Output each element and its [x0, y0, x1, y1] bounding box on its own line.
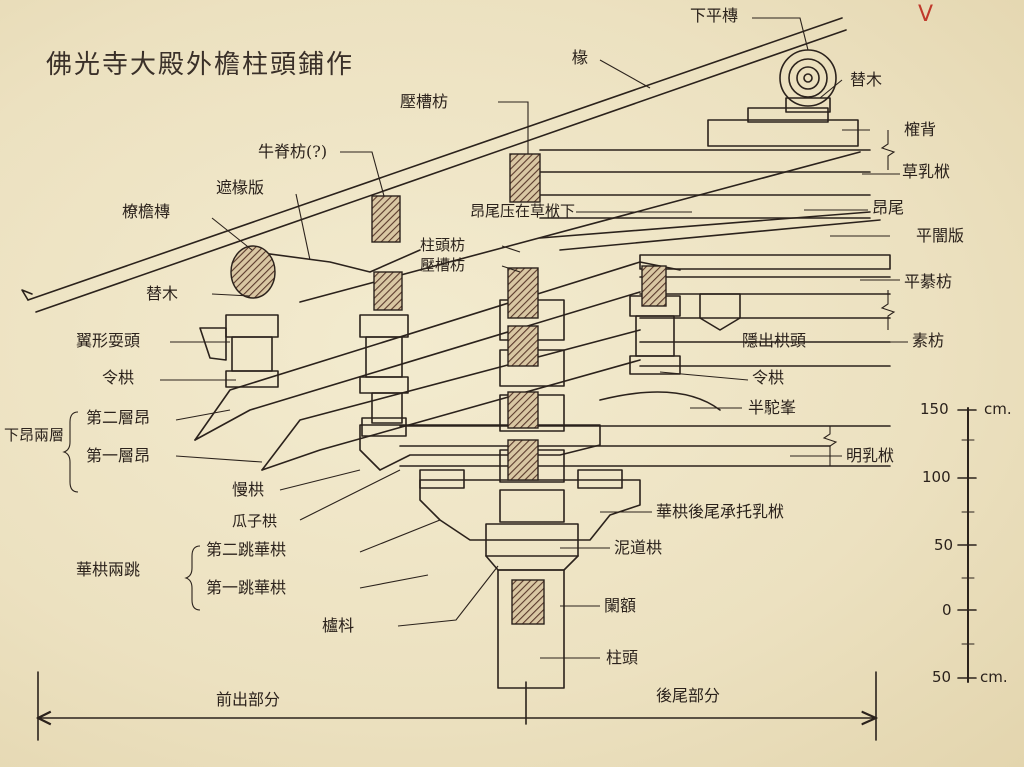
- ang-tail: [539, 211, 871, 239]
- label-niu-ji-fang: 牛脊枋(?): [258, 142, 328, 161]
- label-lu-dou: 櫨枓: [322, 616, 355, 635]
- label-ling-gong-right: 令栱: [752, 368, 785, 387]
- label-ming-ru-fu: 明乳栿: [846, 446, 895, 465]
- label-ping-qi-ban: 平闇版: [916, 226, 965, 245]
- lower-ang-lower: [261, 359, 641, 471]
- niu-ji-fang-section: [371, 195, 401, 243]
- tuo-jiao-block: [747, 107, 829, 123]
- label-ban-tuo-feng: 半駝峯: [748, 398, 797, 417]
- ti-mu-block-top: [785, 97, 831, 113]
- label-zhe-chuan-ban: 遮椽版: [216, 178, 265, 197]
- label-chuan: 椽: [572, 48, 589, 67]
- label-ping-qi-fang: 平綦枋: [904, 272, 953, 291]
- label-su-fang: 素枋: [912, 331, 945, 350]
- label-cao-ru-fu: 草乳栿: [902, 162, 951, 181]
- label-hua-gong-hou-wei: 華栱後尾承托乳栿: [656, 502, 785, 521]
- upper-tie-beam: [707, 119, 859, 147]
- label-yin-chu-gong-tou: 隱出栱頭: [742, 331, 807, 350]
- scale-tick-50: 50: [934, 536, 954, 554]
- label-man-gong: 慢栱: [232, 480, 265, 499]
- label-ti-mu-top: 替木: [850, 70, 883, 89]
- rafter: [27, 17, 843, 301]
- label-di-yi-tiao: 第一跳華栱: [206, 578, 287, 597]
- hua-gong-lower: [419, 479, 641, 541]
- label-di-er-ceng-ang: 第二層昂: [86, 408, 151, 427]
- label-ti-mu: 替木: [146, 284, 179, 303]
- diagram-title: 佛光寺大殿外檐柱頭鋪作: [46, 50, 355, 80]
- lan-e-section: [511, 579, 545, 625]
- label-ya-cao-fang-2: 壓槽枋: [420, 256, 466, 274]
- liao-yan-tuan-section: [230, 245, 276, 299]
- yi-xing-shua-tou: [199, 327, 227, 361]
- scale-tick-100: 100: [922, 468, 951, 486]
- scale-tick-50-bottom: 50: [932, 668, 952, 686]
- label-liao-yan-tuan: 橑檐槫: [122, 202, 171, 221]
- label-xia-ping-tuan: 下平槫: [690, 6, 739, 25]
- scale-unit-top: cm.: [984, 400, 1012, 418]
- ceiling-board: [639, 254, 891, 270]
- label-yi-xing-shua-tou: 翼形耍頭: [76, 331, 141, 350]
- label-hou-wei: 後尾部分: [656, 686, 721, 705]
- label-gua-zi-gong: 瓜子栱: [232, 512, 278, 530]
- scale-tick-0: 0: [942, 601, 952, 619]
- label-ang-wei: 昂尾: [872, 198, 905, 217]
- label-zhu-tou-fang: 柱頭枋: [420, 236, 466, 254]
- label-zhu-tou: 柱頭: [606, 648, 639, 667]
- scale-unit-bottom: cm.: [980, 668, 1008, 686]
- hua-gong-upper: [359, 424, 601, 471]
- label-jiao-bei: 𣙜背: [904, 120, 937, 139]
- label-lan-e: 闌額: [604, 596, 637, 615]
- label-qian-chu: 前出部分: [216, 690, 281, 709]
- label-ling-gong-left: 令栱: [102, 368, 135, 387]
- label-hua-gong-liang-tiao: 華栱兩跳: [76, 560, 141, 579]
- label-ang-wei-ya: 昂尾压在草栿下: [470, 202, 576, 220]
- label-ni-dao-gong: 泥道栱: [614, 538, 663, 557]
- rafter-lower-edge: [35, 29, 847, 313]
- scale-tick-150: 150: [920, 400, 949, 418]
- ya-cao-fang-section: [509, 153, 541, 203]
- check-mark: V: [918, 2, 934, 27]
- half-camel-hump: [599, 391, 721, 411]
- label-di-er-tiao: 第二跳華栱: [206, 540, 287, 559]
- label-di-yi-ceng-ang: 第一層昂: [86, 446, 151, 465]
- eave-board: [254, 249, 421, 273]
- label-xia-ang-liang-ceng: 下昂兩層: [4, 426, 65, 444]
- label-ya-cao-fang: 壓槽枋: [400, 92, 449, 111]
